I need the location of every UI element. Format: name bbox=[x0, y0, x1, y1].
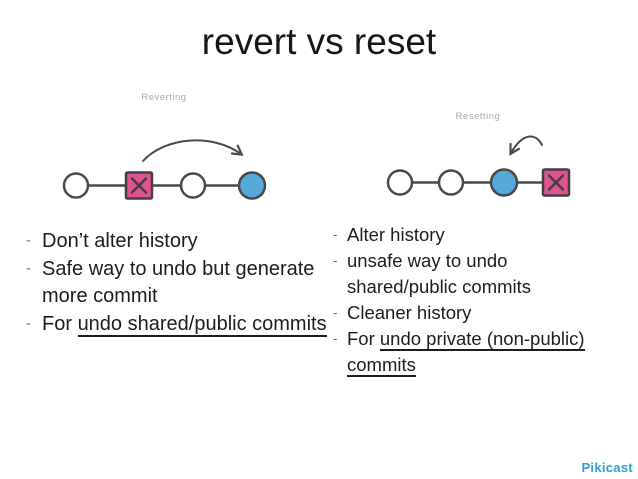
list-item-text: For undo shared/public commits bbox=[42, 312, 327, 337]
commit-node-icon bbox=[437, 169, 465, 196]
list-item: -Cleaner history bbox=[333, 300, 585, 326]
pikicast-logo: Pikicast bbox=[581, 460, 633, 475]
reset-diagram bbox=[386, 135, 571, 197]
list-item-text: For undo private (non-public)commits bbox=[347, 328, 585, 377]
list-item: -Alter history bbox=[333, 222, 585, 248]
list-item: -For undo private (non-public)commits bbox=[333, 326, 585, 378]
list-item-text: Cleaner history bbox=[347, 302, 472, 323]
commit-node-icon bbox=[179, 172, 207, 199]
bullet-dash: - bbox=[333, 253, 338, 268]
bullet-dash: - bbox=[26, 233, 31, 249]
commit-node-icon bbox=[386, 169, 414, 196]
revert-diagram bbox=[62, 139, 267, 200]
bullet-dash: - bbox=[333, 331, 338, 346]
bullet-dash: - bbox=[26, 315, 31, 332]
list-item: -Don’t alter history bbox=[26, 228, 327, 256]
list-item: -For undo shared/public commits bbox=[26, 311, 327, 339]
list-item-text: Don’t alter history bbox=[42, 230, 198, 252]
bullet-dash: - bbox=[26, 260, 31, 277]
revert-arrow-icon bbox=[142, 139, 241, 162]
reverting-label: Reverting bbox=[141, 92, 187, 103]
bullet-dash: - bbox=[333, 305, 338, 320]
reset-arrow-icon bbox=[511, 135, 543, 153]
bad-commit-x-icon bbox=[124, 171, 154, 200]
revert-bullet-list: -Don’t alter history-Safe way to undo bu… bbox=[26, 228, 327, 338]
commit-node-icon bbox=[62, 172, 90, 199]
discarded-commit-x-icon bbox=[541, 168, 571, 197]
new-revert-commit-icon bbox=[237, 171, 267, 200]
bullet-dash: - bbox=[333, 227, 338, 242]
reset-target-commit-icon bbox=[489, 168, 519, 197]
resetting-label: Resetting bbox=[455, 111, 501, 122]
list-item-text: Alter history bbox=[347, 224, 445, 245]
page-title: revert vs reset bbox=[201, 21, 437, 62]
